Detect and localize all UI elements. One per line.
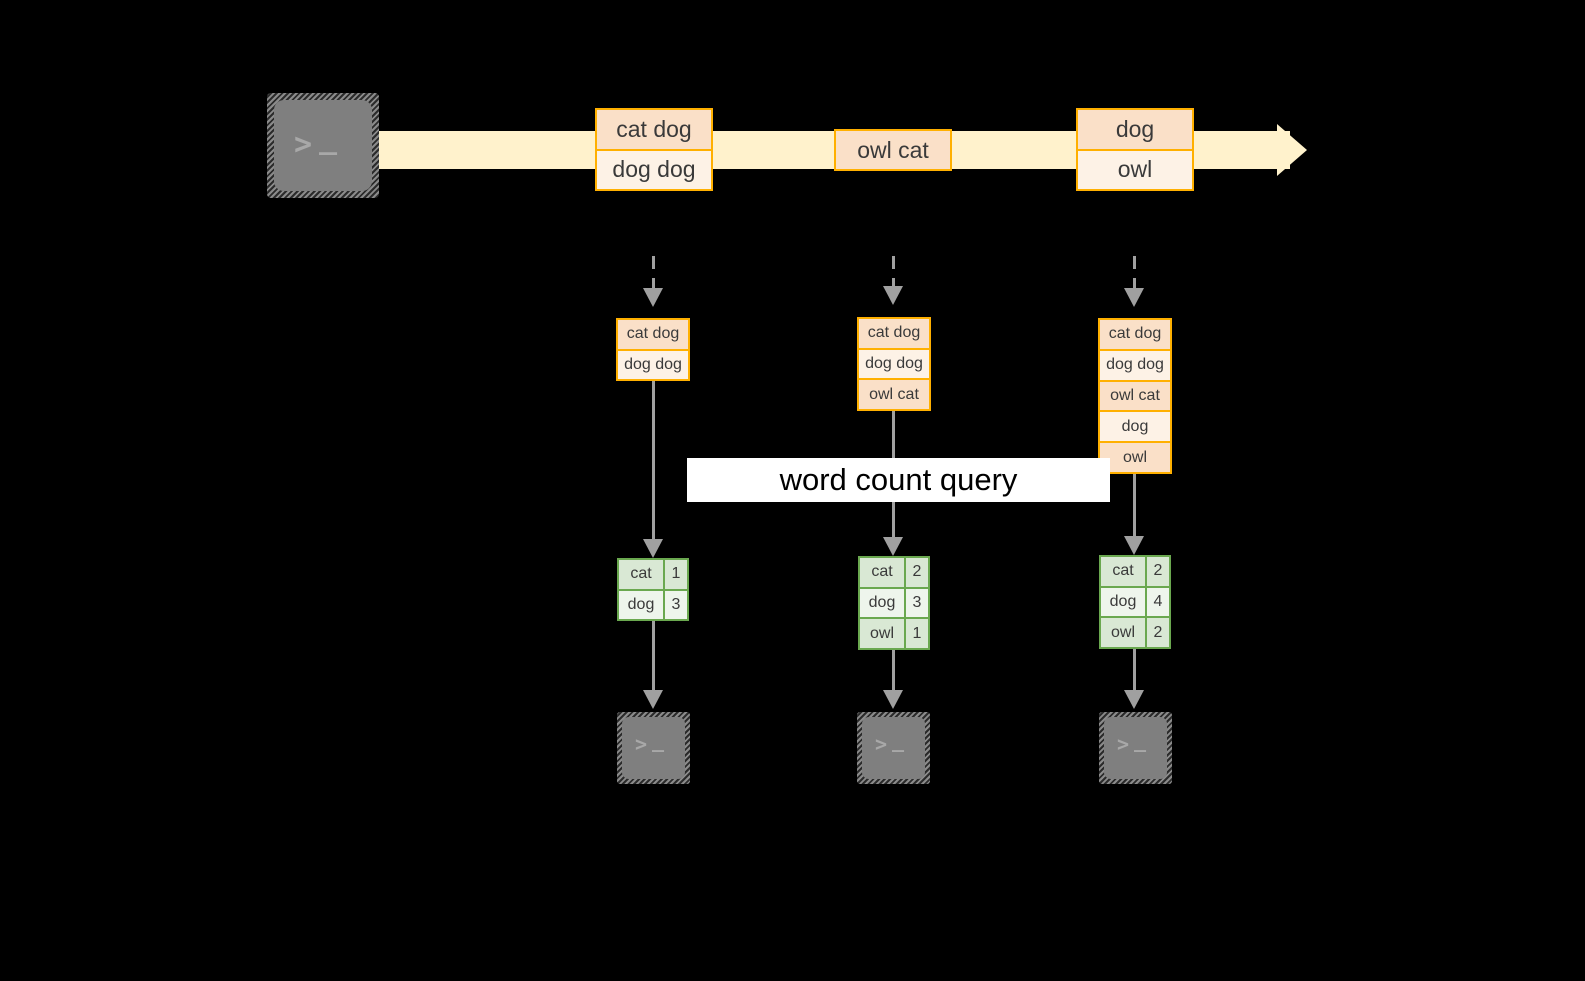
- snapshot-2-input-line-2: dog dog: [859, 347, 929, 379]
- table-row: dog 4: [1101, 585, 1169, 617]
- snapshot-1-dashed-arrowhead: [643, 288, 663, 307]
- stream-event-3-line-1: dog: [1078, 110, 1192, 149]
- snapshot-3-sink-connector: [1133, 649, 1136, 698]
- table-row: dog 3: [860, 586, 928, 618]
- snapshot-2-input-line-3: owl cat: [859, 378, 929, 410]
- snapshot-3-input-line-2: dog dog: [1100, 348, 1170, 380]
- snapshot-1-result-word-1: cat: [619, 560, 663, 589]
- snapshot-3-sink-terminal-icon: > _: [1099, 712, 1172, 784]
- snapshot-2-sink-connector: [892, 650, 895, 698]
- snapshot-1-query-connector: [652, 381, 655, 548]
- snapshot-1-input-box[interactable]: cat dog dog dog: [616, 318, 690, 381]
- snapshot-2-query-arrowhead: [883, 537, 903, 556]
- event-stream-arrowhead: [1277, 124, 1307, 176]
- terminal-prompt-chevron: >: [1117, 732, 1130, 756]
- snapshot-3-result-word-2: dog: [1101, 587, 1145, 617]
- snapshot-3-input-line-3: owl cat: [1100, 379, 1170, 411]
- terminal-prompt-cursor: _: [892, 728, 905, 752]
- snapshot-3-input-line-4: dog: [1100, 410, 1170, 442]
- snapshot-2-sink-terminal-icon: > _: [857, 712, 930, 784]
- snapshot-3-result-word-3: owl: [1101, 618, 1145, 648]
- stream-event-2[interactable]: owl cat: [834, 129, 952, 171]
- snapshot-1-input-line-2: dog dog: [618, 348, 688, 379]
- terminal-prompt-chevron: >: [875, 732, 888, 756]
- snapshot-1-input-line-1: cat dog: [618, 320, 688, 349]
- snapshot-1-query-arrowhead: [643, 539, 663, 558]
- terminal-prompt-chevron: >: [294, 127, 313, 162]
- table-row: owl 2: [1101, 616, 1169, 648]
- terminal-prompt-cursor: _: [319, 121, 338, 156]
- snapshot-1-result-count-2: 3: [663, 590, 687, 619]
- table-row: cat 1: [619, 560, 687, 589]
- snapshot-3-result-table[interactable]: cat 2 dog 4 owl 2: [1099, 555, 1171, 649]
- snapshot-2-input-box[interactable]: cat dog dog dog owl cat: [857, 317, 931, 411]
- snapshot-2-result-count-3: 1: [904, 619, 928, 649]
- table-row: dog 3: [619, 588, 687, 619]
- snapshot-3-input-line-5: owl: [1100, 441, 1170, 472]
- stream-event-1[interactable]: cat dog dog dog: [595, 108, 713, 191]
- snapshot-3-query-connector: [1133, 474, 1136, 546]
- snapshot-2-sink-arrowhead: [883, 690, 903, 709]
- stream-event-2-line-1: owl cat: [836, 131, 950, 169]
- snapshot-2-result-word-1: cat: [860, 558, 904, 587]
- snapshot-3-result-word-1: cat: [1101, 557, 1145, 586]
- terminal-prompt-chevron: >: [635, 732, 648, 756]
- snapshot-1-result-word-2: dog: [619, 590, 663, 619]
- snapshot-3-query-arrowhead: [1124, 536, 1144, 555]
- snapshot-2-result-count-1: 2: [904, 558, 928, 587]
- snapshot-1-dashed-connector: [652, 256, 655, 290]
- table-row: cat 2: [860, 558, 928, 587]
- stream-event-1-line-1: cat dog: [597, 110, 711, 149]
- snapshot-3-input-line-1: cat dog: [1100, 320, 1170, 349]
- query-banner-label: word count query: [779, 462, 1018, 497]
- terminal-prompt-cursor: _: [652, 728, 665, 752]
- terminal-prompt-cursor: _: [1134, 728, 1147, 752]
- table-row: owl 1: [860, 617, 928, 649]
- snapshot-1-sink-terminal-icon: > _: [617, 712, 690, 784]
- source-terminal-icon: > _: [267, 93, 379, 198]
- snapshot-3-sink-arrowhead: [1124, 690, 1144, 709]
- snapshot-1-result-count-1: 1: [663, 560, 687, 589]
- snapshot-2-result-word-3: owl: [860, 619, 904, 649]
- query-banner: word count query: [687, 458, 1110, 502]
- stream-event-3-line-2: owl: [1078, 148, 1192, 189]
- table-row: cat 2: [1101, 557, 1169, 586]
- stream-event-3[interactable]: dog owl: [1076, 108, 1194, 191]
- snapshot-3-dashed-connector: [1133, 256, 1136, 290]
- snapshot-2-input-line-1: cat dog: [859, 319, 929, 348]
- snapshot-1-result-table[interactable]: cat 1 dog 3: [617, 558, 689, 621]
- snapshot-3-input-box[interactable]: cat dog dog dog owl cat dog owl: [1098, 318, 1172, 474]
- stream-event-1-line-2: dog dog: [597, 148, 711, 189]
- snapshot-3-result-count-3: 2: [1145, 618, 1169, 648]
- snapshot-2-dashed-arrowhead: [883, 286, 903, 305]
- snapshot-1-sink-connector: [652, 621, 655, 698]
- snapshot-2-result-table[interactable]: cat 2 dog 3 owl 1: [858, 556, 930, 650]
- snapshot-1-sink-arrowhead: [643, 690, 663, 709]
- snapshot-3-result-count-1: 2: [1145, 557, 1169, 586]
- snapshot-2-result-word-2: dog: [860, 588, 904, 618]
- snapshot-3-result-count-2: 4: [1145, 587, 1169, 617]
- snapshot-2-result-count-2: 3: [904, 588, 928, 618]
- snapshot-3-dashed-arrowhead: [1124, 288, 1144, 307]
- snapshot-2-dashed-connector: [892, 256, 895, 288]
